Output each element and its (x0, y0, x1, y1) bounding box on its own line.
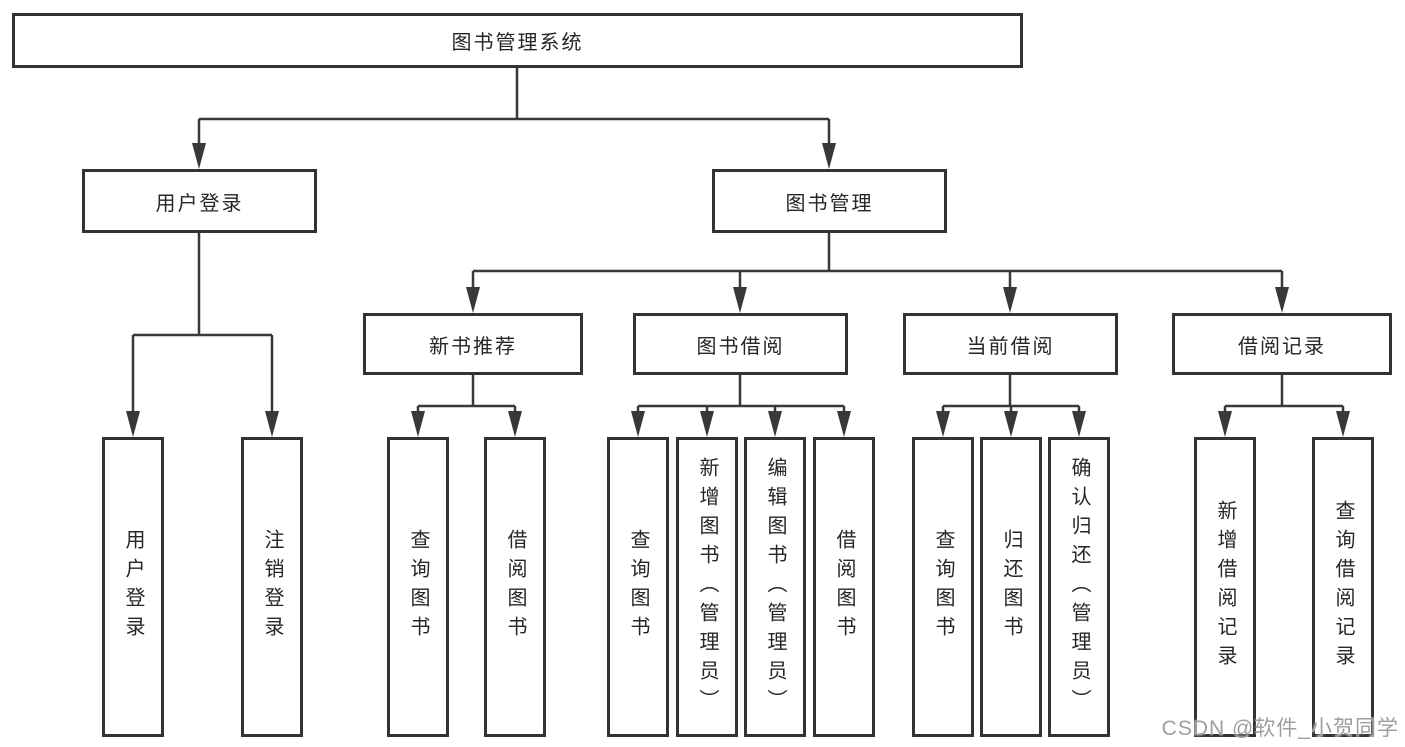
node-book-borrowing: 图书借阅 (633, 313, 848, 375)
node-user-login: 用户登录 (82, 169, 317, 233)
leaf-label: 查询借阅记录 (1332, 500, 1354, 674)
node-leaf-bb-edit-books-admin: 编辑图书（管理员） (744, 437, 806, 737)
leaf-label: 借阅图书 (504, 529, 526, 645)
node-leaf-bb-borrow-books: 借阅图书 (813, 437, 875, 737)
node-leaf-bb-add-books-admin: 新增图书（管理员） (676, 437, 738, 737)
leaf-label: 查询图书 (407, 529, 429, 645)
node-root: 图书管理系统 (12, 13, 1023, 68)
node-leaf-br-query-record: 查询借阅记录 (1312, 437, 1374, 737)
leaf-label: 归还图书 (1000, 529, 1022, 645)
node-borrowing-records: 借阅记录 (1172, 313, 1392, 375)
leaf-label: 用户登录 (122, 529, 144, 645)
node-leaf-logout: 注销登录 (241, 437, 303, 737)
leaf-label: 注销登录 (261, 529, 283, 645)
leaf-label: 查询图书 (932, 529, 954, 645)
leaf-label: 编辑图书（管理员） (764, 456, 786, 718)
leaf-label: 新增图书（管理员） (696, 456, 718, 718)
node-book-management: 图书管理 (712, 169, 947, 233)
node-leaf-br-add-record: 新增借阅记录 (1194, 437, 1256, 737)
arrowheads (126, 143, 1350, 437)
node-new-book-recommend: 新书推荐 (363, 313, 583, 375)
node-leaf-nbr-borrow-books: 借阅图书 (484, 437, 546, 737)
node-leaf-cb-return-books: 归还图书 (980, 437, 1042, 737)
node-leaf-cb-confirm-return-admin: 确认归还（管理员） (1048, 437, 1110, 737)
node-leaf-nbr-query-books: 查询图书 (387, 437, 449, 737)
node-leaf-user-login: 用户登录 (102, 437, 164, 737)
node-leaf-bb-query-books: 查询图书 (607, 437, 669, 737)
watermark-text: CSDN @软件_小贺同学 (1161, 717, 1399, 740)
leaf-label: 借阅图书 (833, 529, 855, 645)
node-leaf-cb-query-books: 查询图书 (912, 437, 974, 737)
leaf-label: 确认归还（管理员） (1068, 456, 1090, 718)
leaf-label: 新增借阅记录 (1214, 500, 1236, 674)
leaf-label: 查询图书 (627, 529, 649, 645)
node-current-borrowing: 当前借阅 (903, 313, 1118, 375)
